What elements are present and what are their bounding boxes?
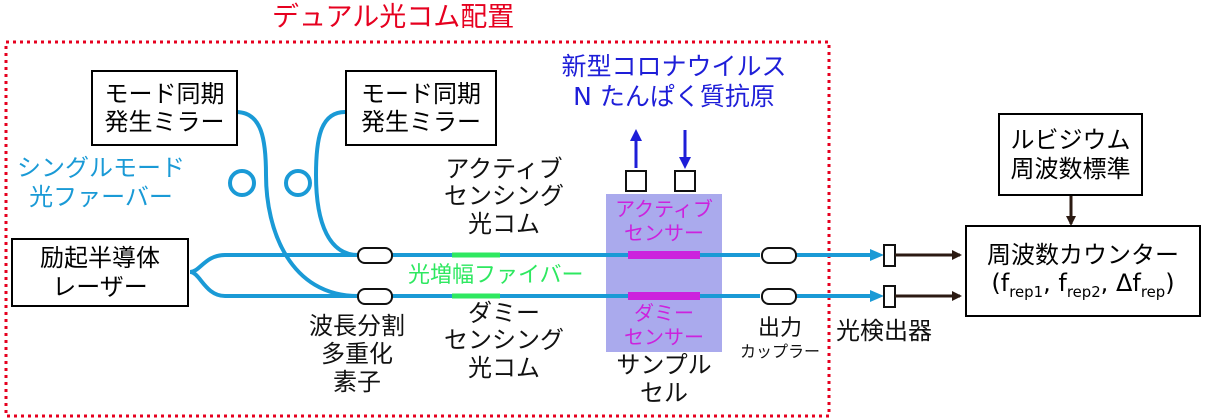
active-comb-line3: 光コム <box>468 209 540 238</box>
wdm-line1: 波長分割 <box>309 312 405 340</box>
amplifier-fiber <box>452 252 500 299</box>
sample-cell-line1: サンプル <box>616 351 712 379</box>
counter-f2: f <box>1058 268 1067 297</box>
antigen-label: 新型コロナウイルス N たんぱく質抗原 <box>541 52 807 112</box>
amplifier-fiber-label: 光増幅ファイバー <box>408 263 584 288</box>
dummy-sensor-line1: ダミー <box>634 301 694 325</box>
dummy-comb-line1: ダミー <box>468 299 540 327</box>
counter-f3-sub: rep <box>1140 282 1166 301</box>
pump-laser-box: 励起半導体 レーザー <box>11 238 189 307</box>
antigen-line2: N たんぱく質抗原 <box>573 82 775 111</box>
output-coupler-line1: 出力 <box>757 316 802 341</box>
counter-f2-sub: rep2 <box>1066 282 1101 301</box>
active-sensor-line1: アクティブ <box>615 197 713 221</box>
wdm-line2: 多重化 <box>321 340 393 369</box>
dual-comb-boundary <box>4 40 831 418</box>
wdm-coupler-bottom <box>357 288 393 305</box>
fiber-label-line2: 光ファーバー <box>29 182 173 211</box>
mode-locked-mirror-2: モード同期 発生ミラー <box>345 70 497 146</box>
active-sensor-bar <box>628 251 700 259</box>
wdm-line3: 素子 <box>333 368 381 397</box>
dummy-sensor-label: ダミー センサー <box>606 301 722 349</box>
counter-f1: f <box>1000 268 1010 297</box>
wdm-coupler-top <box>357 247 393 264</box>
dummy-comb-line2: センシング <box>444 326 564 355</box>
dummy-sensor-bar <box>628 292 700 300</box>
mirror-1-line2: 発生ミラー <box>104 108 225 136</box>
laser-line2: レーザー <box>52 272 148 301</box>
active-comb-line2: センシング <box>444 182 564 211</box>
sample-cell-line2: セル <box>640 378 688 407</box>
counter-sep1: , <box>1043 268 1059 297</box>
output-coupler-line2: カップラー <box>739 342 820 362</box>
frequency-counter-box: 周波数カウンター (frep1, frep2, Δfrep) <box>965 225 1201 317</box>
rubidium-standard-box: ルビジウム 周波数標準 <box>998 113 1143 196</box>
rubidium-line2: 周波数標準 <box>1010 154 1131 183</box>
mirror-2-line2: 発生ミラー <box>361 108 481 136</box>
mode-locked-mirror-1: モード同期 発生ミラー <box>91 70 238 146</box>
laser-line1: 励起半導体 <box>40 244 160 273</box>
active-sensor-line2: センサー <box>624 221 704 245</box>
counter-f1-sub: rep1 <box>1009 282 1044 301</box>
diagram-title: デュアル光コム配置 <box>272 2 515 33</box>
cell-port-in <box>674 170 696 192</box>
sample-cell-region <box>606 194 722 352</box>
counter-f3: Δf <box>1115 268 1141 297</box>
dummy-comb-line3: 光コム <box>468 353 540 382</box>
mirror-1-line1: モード同期 <box>104 79 225 108</box>
active-comb-label: アクティブ センシング 光コム <box>444 155 564 238</box>
active-comb-line1: アクティブ <box>445 155 563 183</box>
dummy-sensor-line2: センサー <box>624 325 704 349</box>
wdm-label: 波長分割 多重化 素子 <box>309 312 405 396</box>
counter-sep2: , <box>1100 268 1116 297</box>
counter-close: ) <box>1165 268 1175 297</box>
antigen-line1: 新型コロナウイルス <box>561 52 787 81</box>
counter-line2: (frep1, frep2, Δfrep) <box>991 269 1174 301</box>
output-coupler-top <box>761 247 797 264</box>
dummy-comb-label: ダミー センシング 光コム <box>444 299 564 382</box>
rubidium-line1: ルビジウム <box>1010 126 1131 155</box>
pump-fiber <box>189 253 358 298</box>
photodetectors <box>883 244 896 308</box>
cell-port-out <box>625 170 647 192</box>
single-mode-fiber <box>228 110 359 298</box>
active-sensor-label: アクティブ センサー <box>606 197 722 245</box>
mirror-2-line1: モード同期 <box>361 79 481 108</box>
sample-cell-label: サンプル セル <box>600 351 728 407</box>
counter-open: ( <box>991 268 1001 297</box>
output-coupler-bottom <box>761 288 797 305</box>
counter-line1: 周波数カウンター <box>987 240 1179 269</box>
fiber-label-line1: シングルモード <box>17 154 185 182</box>
single-mode-fiber-label: シングルモード 光ファーバー <box>17 154 185 212</box>
detector-label: 光検出器 <box>836 317 932 345</box>
output-coupler-label: 出力 カップラー <box>733 316 827 362</box>
